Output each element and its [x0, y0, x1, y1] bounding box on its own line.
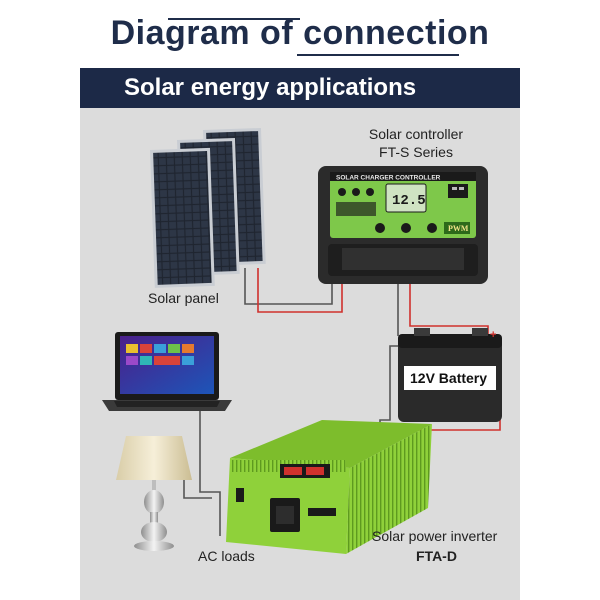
- diagram-panel: Solar energy applications: [80, 68, 520, 600]
- battery-icon: +: [398, 328, 502, 422]
- wire-loads-gray-2: [183, 478, 212, 499]
- ac-loads-label: AC loads: [198, 548, 255, 564]
- solar-panel-icon: [150, 127, 266, 288]
- wire-loads-gray: [199, 408, 221, 536]
- controller-lcd-text: 12.5: [392, 193, 426, 209]
- lamp-icon: [116, 436, 192, 551]
- diagram-drawing: SOLAR CHARGER CONTROLLER 12.5 PWM: [102, 127, 502, 554]
- title-overline: [168, 18, 300, 20]
- title-underline: [297, 54, 459, 56]
- solar-power-inverter-icon: [226, 420, 432, 554]
- page-title: Diagram of connection: [110, 14, 490, 52]
- controller-top-text: SOLAR CHARGER CONTROLLER: [336, 175, 441, 182]
- laptop-icon: [102, 332, 232, 411]
- solar-controller-icon: SOLAR CHARGER CONTROLLER 12.5 PWM: [318, 166, 488, 284]
- controller-label-line1: Solar controller: [368, 126, 464, 142]
- battery-label: 12V Battery: [410, 370, 488, 386]
- controller-label-line2: FT-S Series: [379, 144, 453, 160]
- battery-plus-sign: +: [490, 329, 496, 341]
- section-banner: Solar energy applications: [80, 68, 520, 108]
- inverter-label-line2: FTA-D: [416, 548, 457, 564]
- wire-panel-to-controller-gray: [244, 268, 333, 305]
- controller-pwm-text: PWM: [448, 224, 469, 233]
- inverter-label-line1: Solar power inverter: [372, 528, 498, 544]
- solar-panel-label: Solar panel: [148, 290, 219, 306]
- wire-panel-to-controller-red: [257, 268, 343, 313]
